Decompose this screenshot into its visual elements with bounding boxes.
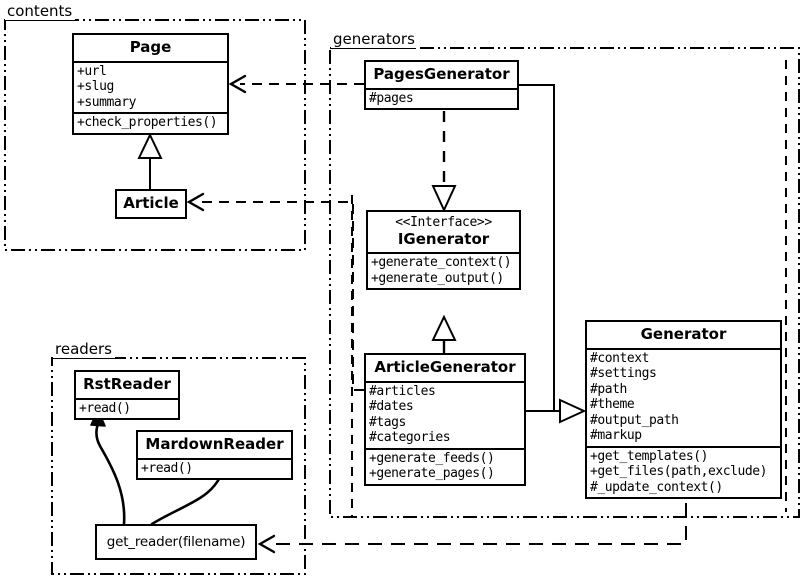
open-arrowhead-article xyxy=(186,192,205,212)
dependency-generator-to-getreader xyxy=(269,503,687,545)
class-box-rstreader[interactable]: RstReader +read() xyxy=(74,370,180,421)
attribute: +url xyxy=(77,63,107,79)
creates-getreader-to-rstreader xyxy=(95,419,126,526)
class-operations-generator: +get_templates() +get_files(path,exclude… xyxy=(587,445,780,498)
class-title-rstreader: RstReader xyxy=(83,375,171,393)
class-box-generator[interactable]: Generator #context #settings #path #them… xyxy=(585,320,782,500)
operation: +get_files(path,exclude) xyxy=(590,464,768,480)
operation: +check_properties() xyxy=(77,115,218,131)
operation: +generate_output() xyxy=(371,270,504,286)
class-stereotype-igenerator: <<Interface>> xyxy=(395,215,492,230)
class-title-mardownreader: MardownReader xyxy=(145,435,284,453)
attribute: +slug xyxy=(77,79,114,95)
class-box-pagesgenerator[interactable]: PagesGenerator #pages xyxy=(364,60,519,111)
class-box-igenerator[interactable]: <<Interface>> IGenerator +generate_conte… xyxy=(366,210,521,291)
class-name-igenerator: IGenerator xyxy=(397,229,490,248)
attribute: #theme xyxy=(590,397,635,413)
attribute: #output_path xyxy=(590,412,679,428)
class-attributes-page: +url +slug +summary xyxy=(74,60,227,113)
class-title-page: Page xyxy=(129,38,172,56)
attribute: #dates xyxy=(369,399,414,415)
class-box-article[interactable]: Article xyxy=(115,189,187,219)
attribute: #path xyxy=(590,381,627,397)
class-title-article: Article xyxy=(123,194,179,212)
attribute: #pages xyxy=(369,90,414,106)
class-title-pagesgenerator: PagesGenerator xyxy=(373,65,510,83)
hollow-triangle-igenerator-bottom xyxy=(431,314,457,341)
attribute: #tags xyxy=(369,414,406,430)
open-arrowhead-getreader xyxy=(257,534,276,554)
class-title-generator: Generator xyxy=(640,325,727,343)
class-operations-page: +check_properties() xyxy=(74,112,227,133)
hollow-triangle-igenerator-top xyxy=(431,185,457,213)
dependency-articlegenerator-to-article xyxy=(198,201,364,391)
class-operations-mardownreader: +read() xyxy=(138,457,291,479)
class-attributes-articlegenerator: #articles #dates #tags #categories xyxy=(366,380,524,448)
package-label-contents: contents xyxy=(5,2,76,20)
hollow-triangle-generator xyxy=(559,398,587,424)
class-box-articlegenerator[interactable]: ArticleGenerator #articles #dates #tags … xyxy=(364,353,526,486)
class-operations-igenerator: +generate_context() +generate_output() xyxy=(368,252,519,288)
class-operations-rstreader: +read() xyxy=(76,397,178,419)
attribute: #markup xyxy=(590,428,642,444)
attribute: #context xyxy=(590,350,650,366)
attribute: +summary xyxy=(77,94,137,110)
class-attributes-pagesgenerator: #pages xyxy=(366,87,517,109)
operation: +generate_pages() xyxy=(369,466,495,482)
open-arrowhead-page xyxy=(228,74,247,94)
operation: +generate_context() xyxy=(371,255,512,271)
attribute: #settings xyxy=(590,366,657,382)
operation: +generate_feeds() xyxy=(369,450,495,466)
function-label-get-reader: get_reader(filename) xyxy=(106,534,246,550)
hollow-triangle-page xyxy=(137,132,163,159)
class-title-igenerator: <<Interface>> IGenerator xyxy=(368,212,519,252)
operation: +get_templates() xyxy=(590,448,709,464)
attribute: #categories xyxy=(369,430,451,446)
class-operations-articlegenerator: +generate_feeds() +generate_pages() xyxy=(366,447,524,484)
package-label-readers: readers xyxy=(53,340,115,358)
class-box-mardownreader[interactable]: MardownReader +read() xyxy=(136,430,293,481)
attribute: #articles xyxy=(369,383,436,399)
operation: +read() xyxy=(141,460,193,476)
function-box-get-reader[interactable]: get_reader(filename) xyxy=(95,524,257,560)
class-title-articlegenerator: ArticleGenerator xyxy=(374,358,516,376)
class-attributes-generator: #context #settings #path #theme #output_… xyxy=(587,347,780,446)
class-box-page[interactable]: Page +url +slug +summary +check_properti… xyxy=(72,33,229,135)
operation: #_update_context() xyxy=(590,479,723,495)
operation: +read() xyxy=(79,400,131,416)
package-label-generators: generators xyxy=(331,30,418,48)
